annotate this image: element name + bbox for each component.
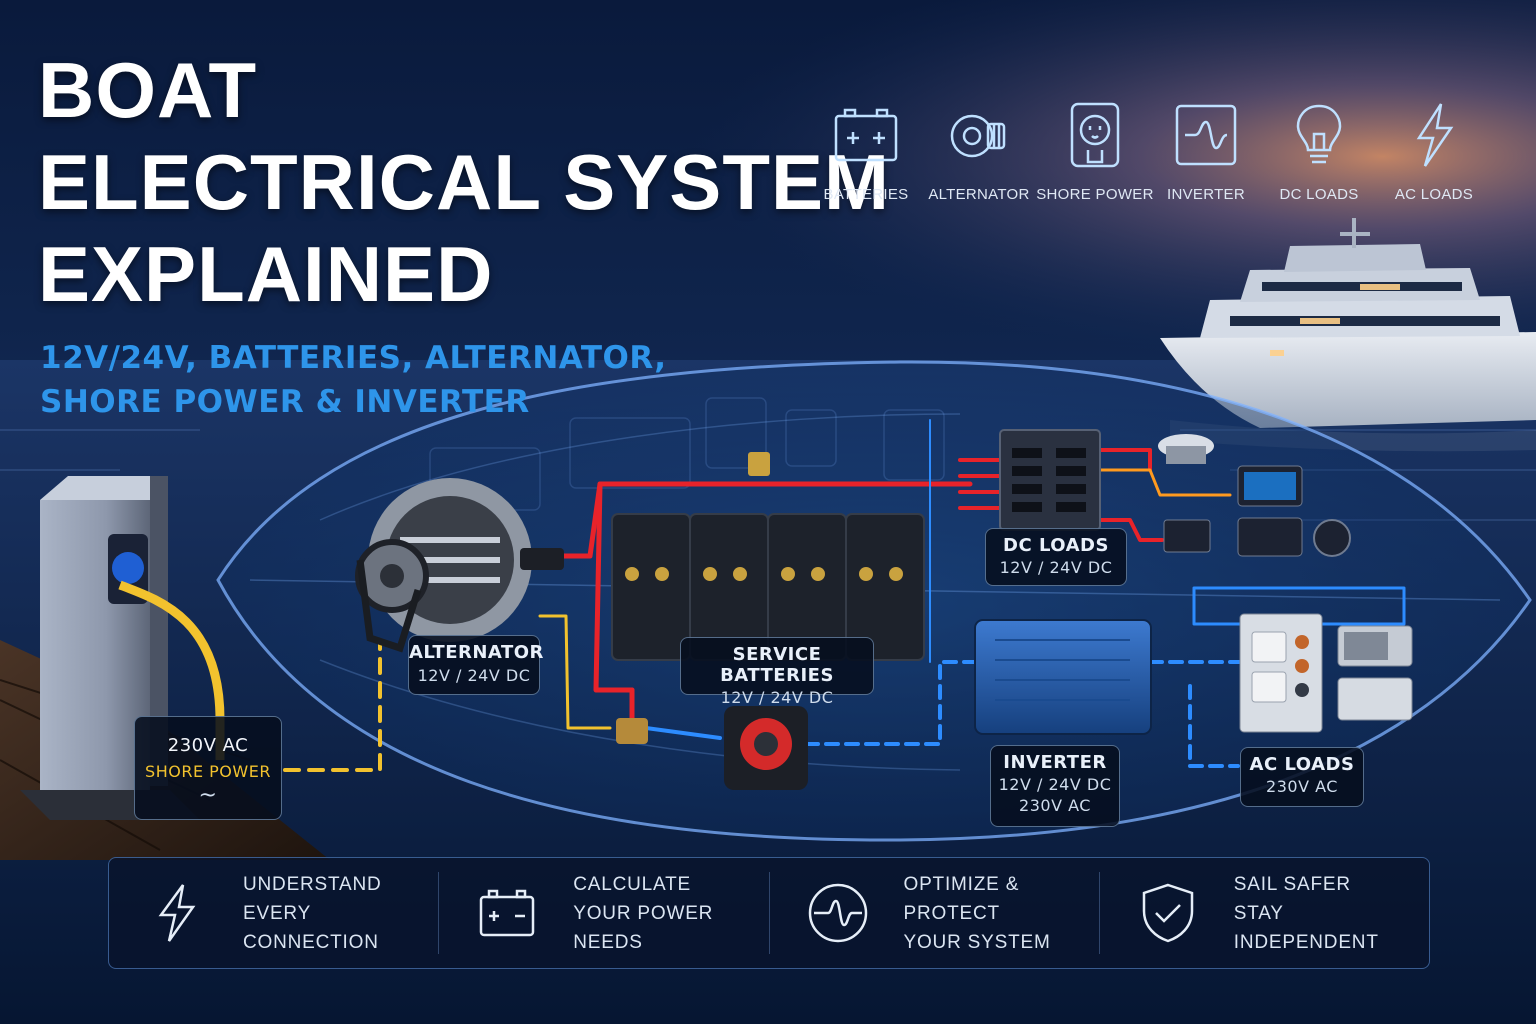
- feature-calculate: CALCULATE YOUR POWER NEEDS: [439, 870, 770, 957]
- legend-label: ALTERNATOR: [928, 186, 1030, 203]
- page-title: BOAT ELECTRICAL SYSTEM EXPLAINED: [38, 44, 890, 320]
- shore-power-pedestal: [20, 476, 225, 820]
- legend-item-inverter: INVERTER: [1146, 100, 1266, 203]
- inverter-sine-icon: [1175, 104, 1237, 166]
- service-batteries-illustration: [611, 452, 925, 661]
- lightning-bolt-icon: [1416, 103, 1454, 167]
- ac-wave-symbol: ~: [198, 783, 218, 808]
- feature-text: CALCULATE YOUR POWER NEEDS: [573, 870, 768, 957]
- feature-line-2: YOUR SYSTEM: [903, 931, 1051, 953]
- legend-item-batteries: BATTERIES: [806, 100, 926, 203]
- feature-line-2: STAY INDEPENDENT: [1233, 902, 1379, 953]
- battery-switch-illustration: [616, 706, 808, 790]
- feature-line-1: UNDERSTAND: [243, 873, 382, 895]
- ac-load-devices: [1239, 613, 1413, 733]
- title-line-3: EXPLAINED: [38, 230, 494, 318]
- features-panel: UNDERSTAND EVERY CONNECTION CALCULATE YO…: [108, 857, 1430, 969]
- legend-label: AC LOADS: [1394, 186, 1474, 203]
- legend-item-dc-loads: DC LOADS: [1259, 100, 1379, 203]
- dc-loads-name: DC LOADS: [1003, 535, 1109, 556]
- alternator-spec: 12V / 24V DC: [417, 666, 531, 685]
- inverter-label: INVERTER 12V / 24V DC 230V AC: [990, 745, 1120, 827]
- feature-line-1: OPTIMIZE & PROTECT: [903, 873, 1020, 924]
- lightbulb-icon: [1296, 104, 1342, 164]
- legend-label: SHORE POWER: [1036, 186, 1154, 203]
- shore-power-socket-icon: [1070, 102, 1120, 168]
- service-batteries-label: SERVICE BATTERIES 12V / 24V DC: [680, 637, 874, 707]
- ac-loads-name: AC LOADS: [1249, 754, 1355, 775]
- dc-loads-label: DC LOADS 12V / 24V DC: [985, 528, 1127, 586]
- dc-load-devices: [1158, 434, 1351, 557]
- legend-item-shore-power: SHORE POWER: [1035, 100, 1155, 203]
- alternator-icon: [950, 114, 1006, 158]
- title-line-1: BOAT: [38, 46, 258, 134]
- ac-loads-spec: 230V AC: [1266, 777, 1338, 796]
- dc-distribution-panel-illustration: [999, 429, 1101, 531]
- lightning-bolt-icon: [158, 884, 196, 942]
- alternator-name: ALTERNATOR: [409, 642, 544, 663]
- shore-power-label: 230V AC SHORE POWER ~: [134, 716, 282, 820]
- feature-sail-safer: SAIL SAFER STAY INDEPENDENT: [1100, 872, 1429, 954]
- battery-icon: [834, 108, 898, 162]
- inverter-output-spec: 230V AC: [1019, 796, 1091, 815]
- feature-text: OPTIMIZE & PROTECT YOUR SYSTEM: [904, 870, 1099, 957]
- feature-line-2: EVERY CONNECTION: [243, 902, 379, 953]
- feature-line-1: CALCULATE: [573, 873, 691, 895]
- batteries-name: SERVICE BATTERIES: [720, 644, 834, 686]
- inverter-illustration: [974, 619, 1152, 735]
- battery-icon: [480, 889, 535, 937]
- feature-line-2: YOUR POWER NEEDS: [573, 902, 714, 953]
- feature-text: UNDERSTAND EVERY CONNECTION: [243, 870, 438, 957]
- feature-text: SAIL SAFER STAY INDEPENDENT: [1234, 870, 1429, 957]
- alternator-illustration: [355, 478, 564, 653]
- feature-line-1: SAIL SAFER: [1233, 873, 1351, 895]
- yacht-illustration: [1160, 218, 1536, 452]
- legend-label: BATTERIES: [823, 186, 909, 203]
- legend-item-ac-loads: AC LOADS: [1374, 100, 1494, 203]
- batteries-spec: 12V / 24V DC: [720, 688, 834, 707]
- legend-label: INVERTER: [1167, 186, 1245, 203]
- sine-wave-icon: [808, 883, 867, 943]
- inverter-name: INVERTER: [1003, 752, 1107, 773]
- title-line-2: ELECTRICAL SYSTEM: [38, 138, 890, 226]
- legend-item-alternator: ALTERNATOR: [919, 100, 1039, 203]
- inverter-input-spec: 12V / 24V DC: [998, 775, 1112, 794]
- shield-check-icon: [1142, 883, 1193, 943]
- alternator-label: ALTERNATOR 12V / 24V DC: [408, 635, 544, 695]
- legend-label: DC LOADS: [1279, 186, 1359, 203]
- shore-power-name: SHORE POWER: [145, 762, 271, 781]
- ac-loads-label: AC LOADS 230V AC: [1240, 747, 1364, 807]
- shore-voltage: 230V AC: [167, 735, 249, 756]
- feature-understand: UNDERSTAND EVERY CONNECTION: [109, 870, 440, 957]
- dc-loads-spec: 12V / 24V DC: [999, 558, 1113, 577]
- subtitle-line-2: SHORE POWER & INVERTER: [40, 384, 530, 420]
- subtitle-line-1: 12V/24V, BATTERIES, ALTERNATOR,: [40, 340, 667, 376]
- feature-optimize: OPTIMIZE & PROTECT YOUR SYSTEM: [770, 872, 1100, 954]
- page-subtitle: 12V/24V, BATTERIES, ALTERNATOR, SHORE PO…: [40, 336, 667, 424]
